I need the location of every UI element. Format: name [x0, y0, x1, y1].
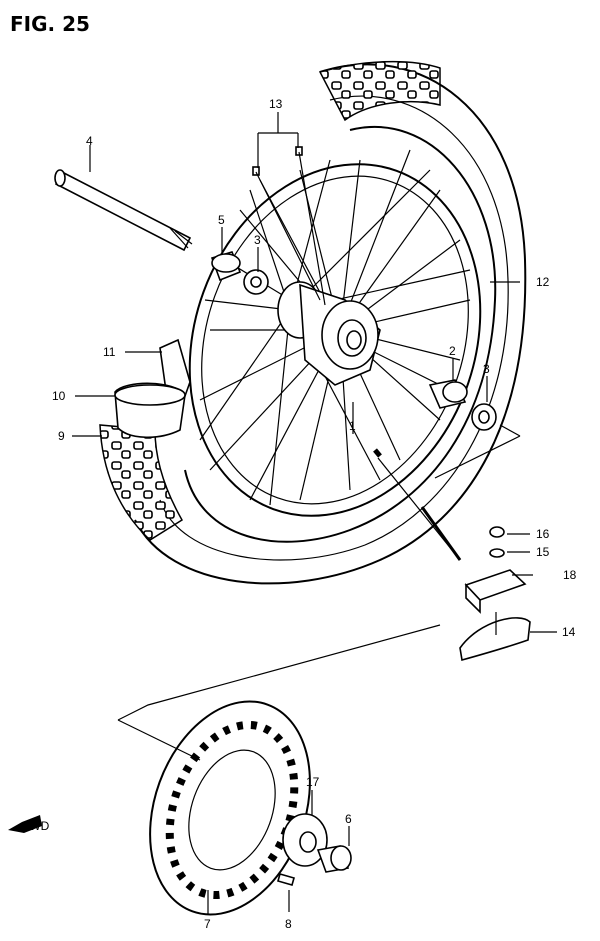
axle — [54, 169, 193, 252]
callout-16: 16 — [536, 527, 550, 541]
collar — [428, 379, 468, 409]
callout-leaders — [72, 112, 557, 915]
spacer — [210, 251, 242, 282]
rim-lock — [459, 526, 531, 662]
figure-title: FIG. 25 — [10, 12, 90, 36]
callout-18: 18 — [563, 568, 577, 582]
tube-and-flap — [114, 338, 191, 439]
callout-13: 13 — [269, 97, 283, 111]
callout-6: 6 — [345, 812, 352, 826]
hub — [277, 281, 381, 386]
fwd-arrow-icon: FWD — [8, 815, 50, 833]
spoke-nipples — [252, 146, 326, 306]
assembly-lines — [117, 424, 521, 761]
callout-15: 15 — [536, 545, 550, 559]
axle-nut — [316, 845, 352, 873]
bearing-right — [471, 403, 497, 431]
callout-8: 8 — [285, 917, 292, 931]
cover — [282, 813, 328, 867]
callout-2: 2 — [449, 344, 456, 358]
disc-bolt — [277, 873, 295, 886]
callout-10: 10 — [52, 389, 66, 403]
bearing-left — [243, 269, 269, 295]
callout-14: 14 — [562, 625, 576, 639]
spokes — [199, 149, 471, 506]
callout-3-right: 3 — [483, 362, 490, 376]
callout-5: 5 — [218, 213, 225, 227]
callout-numbers: 4 5 3 13 12 2 3 1 11 10 9 16 15 18 14 17… — [52, 97, 577, 931]
fwd-label: FWD — [22, 819, 50, 833]
callout-4: 4 — [86, 134, 93, 148]
brake-disc — [149, 700, 311, 916]
callout-7: 7 — [204, 917, 211, 931]
callout-9: 9 — [58, 429, 65, 443]
callout-17: 17 — [306, 775, 320, 789]
callout-1: 1 — [349, 419, 356, 433]
callout-3-left: 3 — [254, 233, 261, 247]
callout-11: 11 — [103, 345, 116, 359]
callout-12: 12 — [536, 275, 550, 289]
